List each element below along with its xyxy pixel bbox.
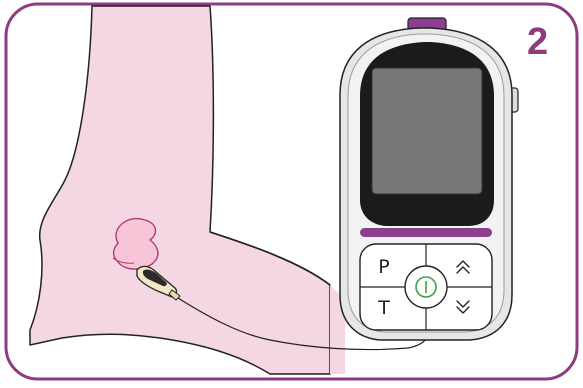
handheld-device [340,18,518,340]
status-light-bar [360,228,492,237]
sensor-patch [113,219,158,270]
device-screen [372,68,482,194]
p-button[interactable]: P [374,257,394,277]
arm-illustration [30,6,345,374]
t-button[interactable]: T [374,298,394,318]
step-number: 2 [527,18,575,66]
